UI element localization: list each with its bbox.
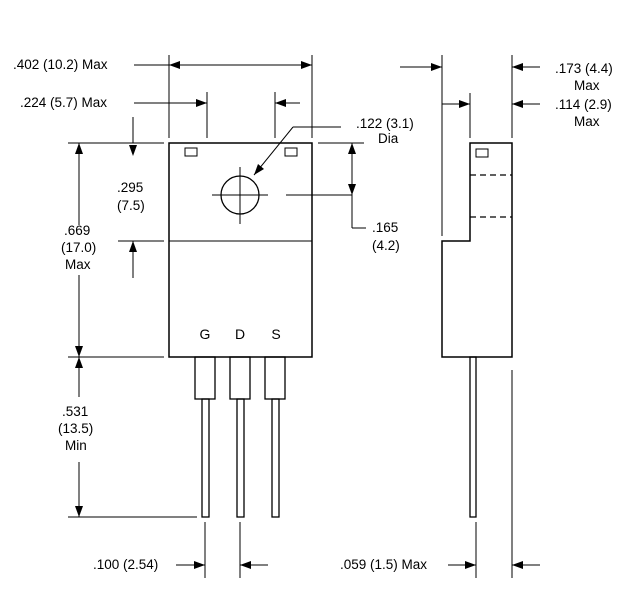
label-tab-height-2: (7.5): [117, 198, 145, 213]
label-total-thickness-2: Max: [574, 78, 600, 93]
body-notch-right: [284, 147, 298, 157]
body-notch-left: [184, 147, 198, 157]
label-lead-pitch: .100 (2.54): [93, 557, 158, 572]
label-tab-height-1: .295: [117, 180, 143, 195]
lead-source: [264, 356, 286, 518]
dim-tab-thickness: .114 (2.9) Max: [442, 93, 612, 138]
dim-lead-thickness: .059 (1.5) Max: [340, 370, 540, 578]
front-view: G D S: [168, 142, 313, 518]
label-hole-center-1: .165: [372, 220, 398, 235]
dim-body-height: .669 (17.0) Max: [61, 143, 164, 358]
label-body-height-1: .669: [64, 223, 90, 238]
dim-hole-center: .165 (4.2): [286, 142, 400, 253]
lead-drain: [229, 356, 251, 518]
lead-gate: [194, 356, 216, 518]
label-lead-length-2: (13.5): [58, 421, 93, 436]
dim-lead-pitch: .100 (2.54): [93, 522, 268, 578]
pin-label-source: S: [271, 326, 280, 342]
dim-lead-length: .531 (13.5) Min: [58, 357, 197, 518]
side-notch: [475, 148, 489, 158]
label-tab-thickness-1: .114 (2.9): [555, 97, 612, 112]
label-tab-width: .224 (5.7) Max: [20, 95, 107, 110]
dim-tab-width: .224 (5.7) Max: [20, 92, 300, 138]
label-lead-length-3: Min: [65, 438, 87, 453]
side-view: [441, 142, 513, 518]
pin-label-gate: G: [200, 326, 211, 342]
label-tab-thickness-2: Max: [574, 114, 600, 129]
pin-label-drain: D: [235, 326, 245, 342]
label-lead-thickness: .059 (1.5) Max: [340, 557, 427, 572]
label-body-height-3: Max: [65, 257, 91, 272]
side-body-outline: [441, 142, 513, 358]
label-total-thickness-1: .173 (4.4): [555, 61, 613, 76]
label-overall-width: .402 (10.2) Max: [13, 57, 108, 72]
label-body-height-2: (17.0): [61, 240, 96, 255]
label-lead-length-1: .531: [62, 404, 88, 419]
dim-tab-height: .295 (7.5): [68, 117, 164, 278]
dim-overall-width: .402 (10.2) Max: [13, 55, 313, 138]
label-hole-dia-suffix: Dia: [378, 131, 399, 146]
label-hole-diameter: .122 (3.1): [356, 116, 414, 131]
label-hole-center-2: (4.2): [372, 238, 400, 253]
dim-hole-diameter: .122 (3.1) Dia: [253, 116, 414, 176]
side-lead: [469, 356, 477, 518]
dim-total-thickness: .173 (4.4) Max: [400, 55, 613, 236]
